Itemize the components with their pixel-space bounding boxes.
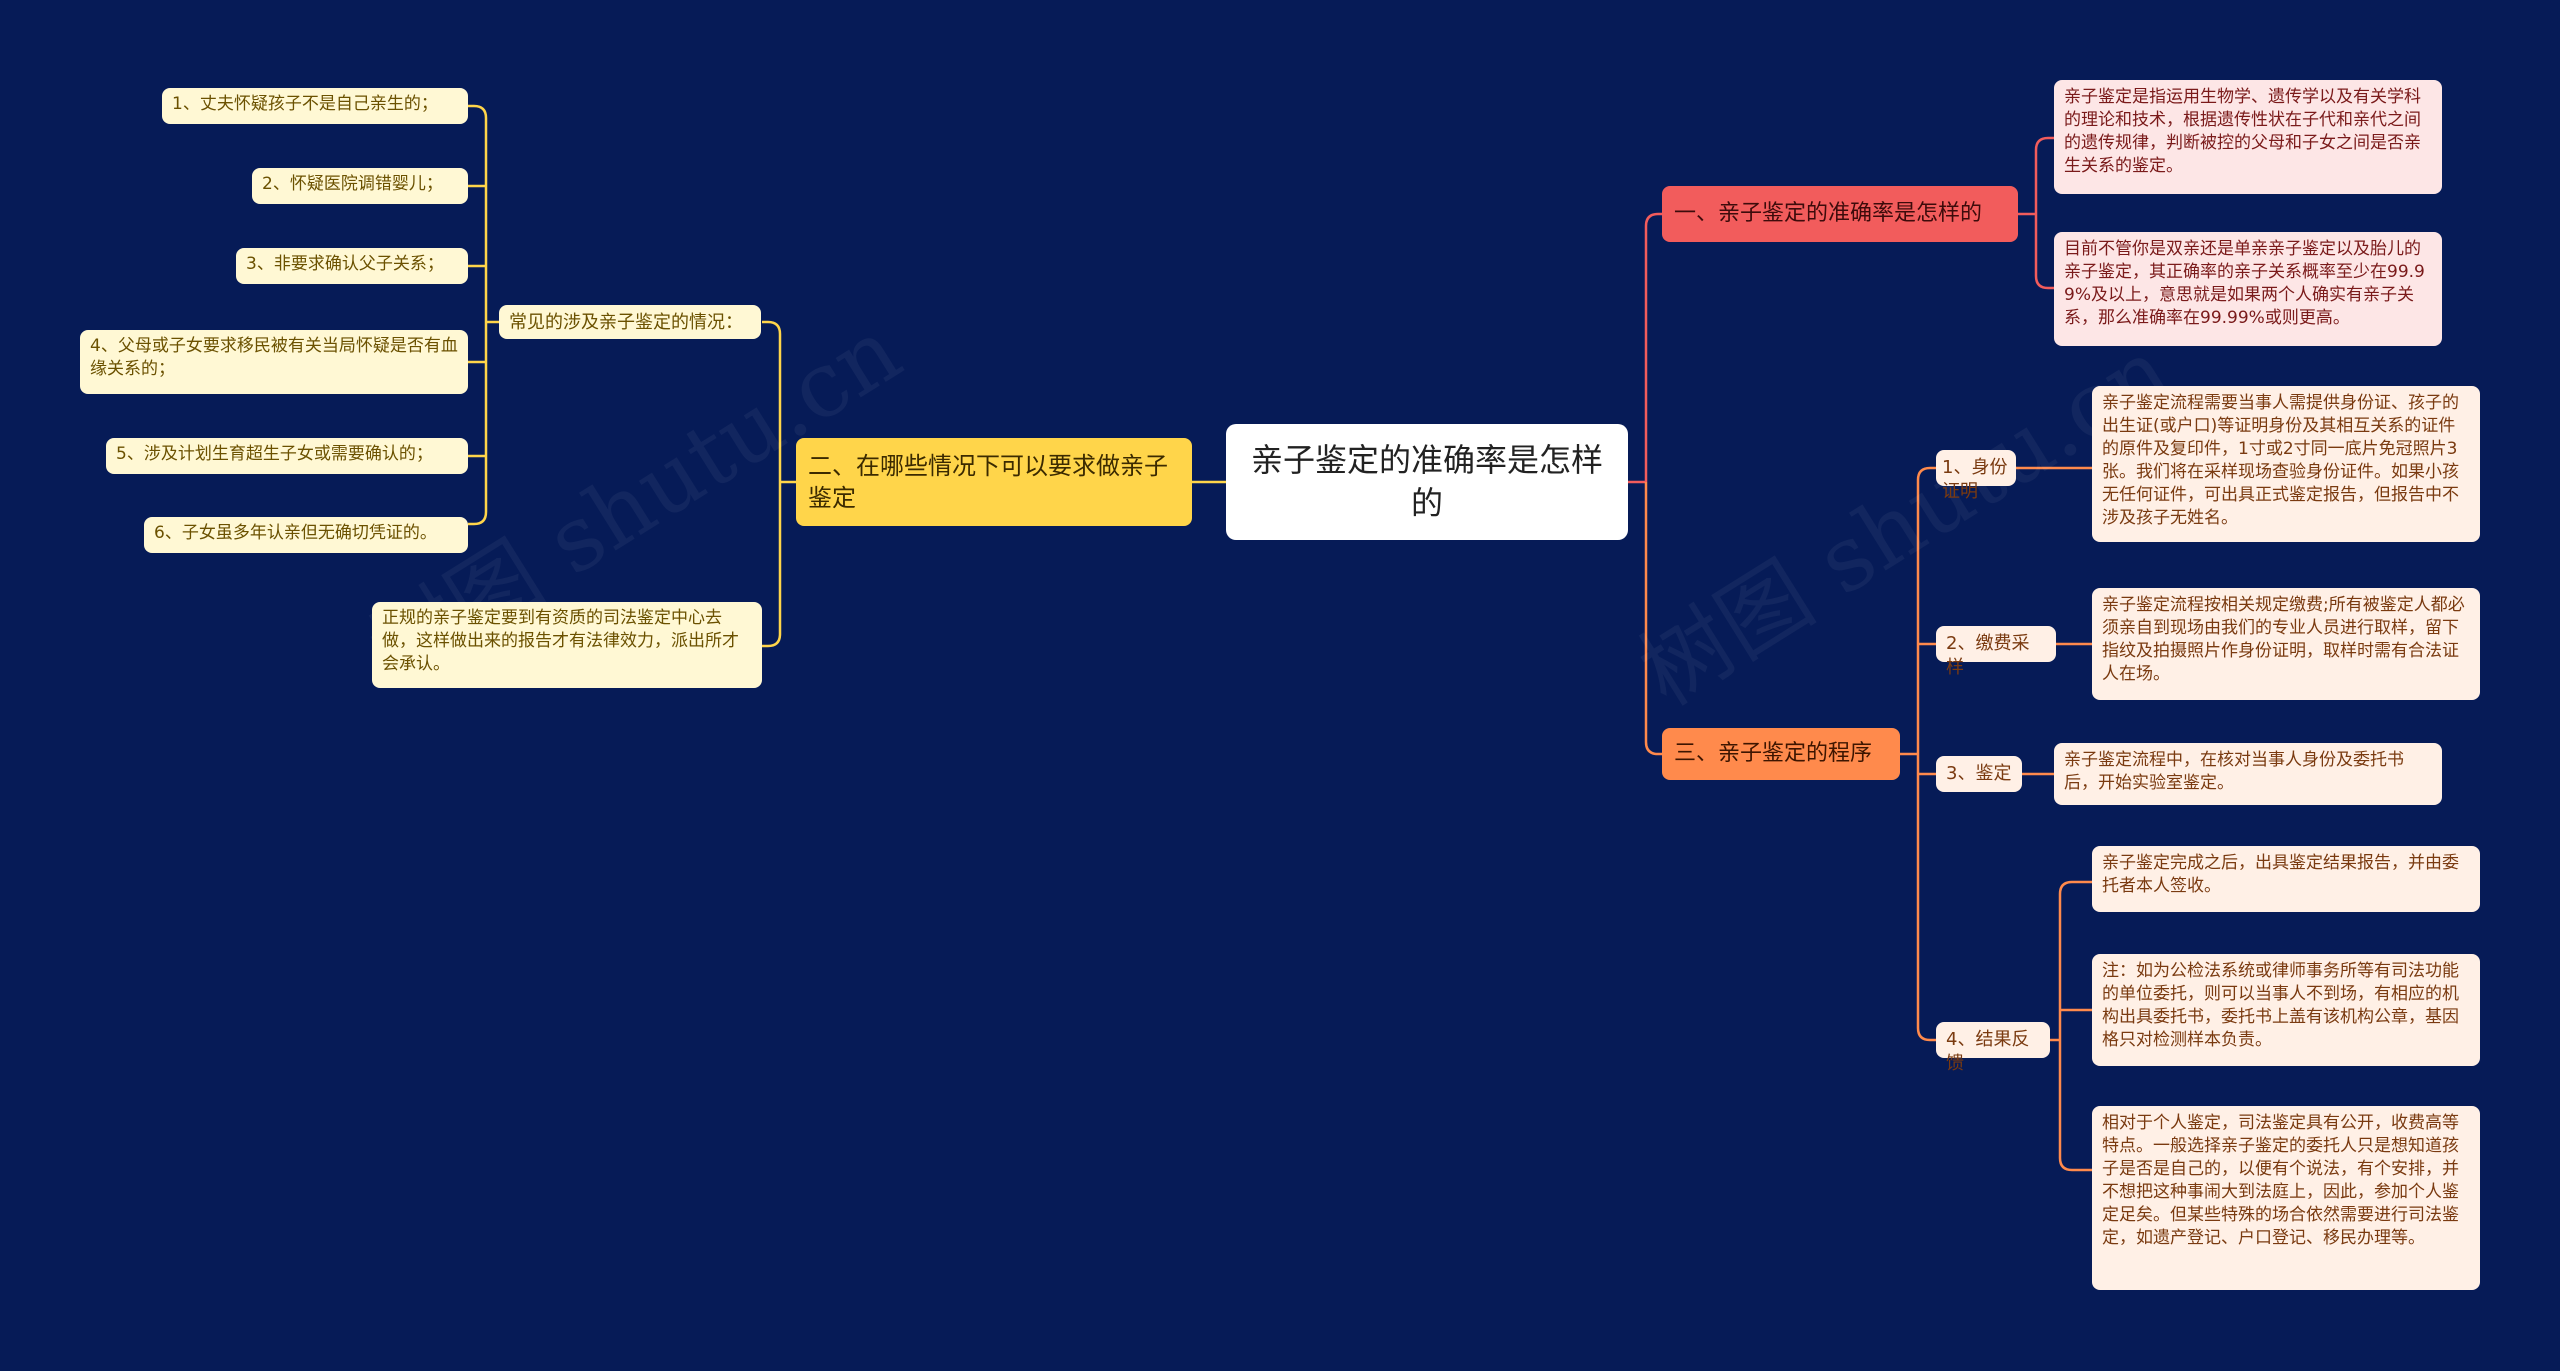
branch-accuracy[interactable]: 一、亲子鉴定的准确率是怎样的 [1662,186,2018,242]
link-left-children [762,320,796,648]
link-red-items [2018,136,2054,290]
link-root-right-2 [1644,482,1662,756]
step-identity-detail[interactable]: 亲子鉴定流程需要当事人需提供身份证、孩子的出生证(或户口)等证明身份及其相互关系… [2092,386,2480,542]
link-sub-items [468,104,499,526]
branch-procedure[interactable]: 三、亲子鉴定的程序 [1662,728,1900,780]
step-identity[interactable]: 1、身份证明 [1936,450,2016,502]
step-result-feedback[interactable]: 4、结果反馈 [1936,1022,2050,1074]
link-root-right [1628,212,1662,484]
result-detail[interactable]: 相对于个人鉴定，司法鉴定具有公开，收费高等特点。一般选择亲子鉴定的委托人只是想知… [2092,1106,2480,1290]
result-detail[interactable]: 亲子鉴定完成之后，出具鉴定结果报告，并由委托者本人签收。 [2092,846,2480,912]
situations-subtopic[interactable]: 常见的涉及亲子鉴定的情况： [499,305,761,339]
situation-item[interactable]: 6、子女虽多年认亲但无确切凭证的。 [144,517,468,553]
situation-item[interactable]: 1、丈夫怀疑孩子不是自己亲生的； [162,88,468,124]
link-orange-steps [1900,466,1936,1042]
result-detail[interactable]: 注：如为公检法系统或律师事务所等有司法功能的单位委托，则可以当事人不到场，有相应… [2092,954,2480,1066]
situation-item[interactable]: 2、怀疑医院调错婴儿； [252,168,468,204]
legal-note[interactable]: 正规的亲子鉴定要到有资质的司法鉴定中心去做，这样做出来的报告才有法律效力，派出所… [372,602,762,688]
accuracy-item[interactable]: 亲子鉴定是指运用生物学、遗传学以及有关学科的理论和技术，根据遗传性状在子代和亲代… [2054,80,2442,194]
root-topic[interactable]: 亲子鉴定的准确率是怎样的 [1226,424,1628,540]
situation-item[interactable]: 4、父母或子女要求移民被有关当局怀疑是否有血缘关系的； [80,330,468,394]
step-identification-detail[interactable]: 亲子鉴定流程中，在核对当事人身份及委托书后，开始实验室鉴定。 [2054,743,2442,805]
situation-item[interactable]: 3、非要求确认父子关系； [236,248,468,284]
link-step-leaves [1992,466,2092,1172]
accuracy-item[interactable]: 目前不管你是双亲还是单亲亲子鉴定以及胎儿的亲子鉴定，其正确率的亲子关系概率至少在… [2054,232,2442,346]
step-identification[interactable]: 3、鉴定 [1936,756,2022,792]
step-payment-detail[interactable]: 亲子鉴定流程按相关规定缴费;所有被鉴定人都必须亲自到现场由我们的专业人员进行取样… [2092,588,2480,700]
step-payment-sampling[interactable]: 2、缴费采样 [1936,626,2056,678]
branch-situations[interactable]: 二、在哪些情况下可以要求做亲子鉴定 [796,438,1192,526]
situation-item[interactable]: 5、涉及计划生育超生子女或需要确认的； [106,438,468,474]
